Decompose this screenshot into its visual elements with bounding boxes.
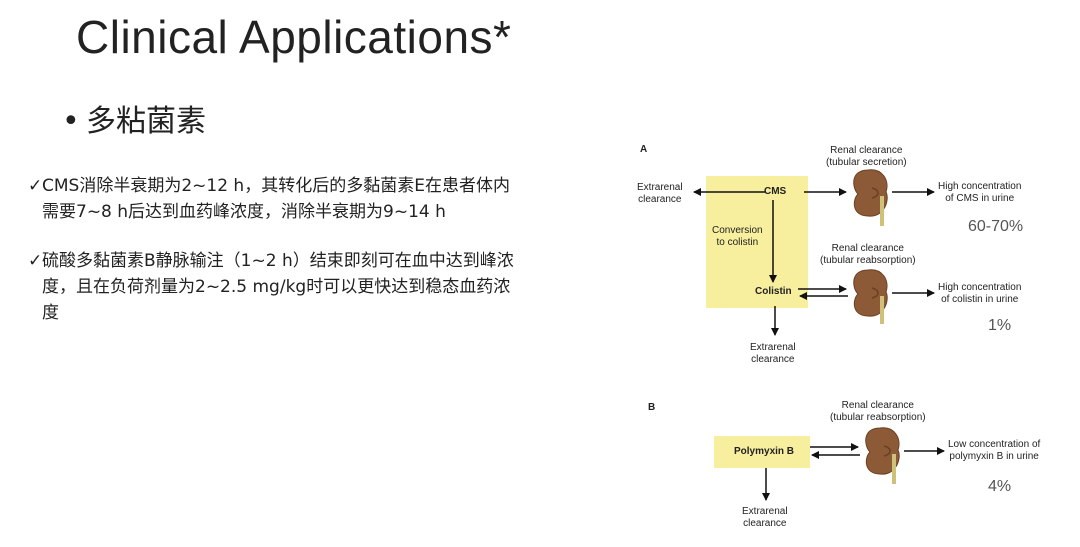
panel-b-label: B	[648, 402, 656, 413]
extrarenal-bottom-label: Extrarenal clearance	[750, 342, 796, 365]
urine-polymyxin-label: Low concentration of polymyxin B in urin…	[948, 439, 1041, 462]
paragraph-line: 度	[42, 303, 59, 323]
check-icon: ✓	[28, 176, 43, 196]
polymyxin-highlight-box	[714, 436, 810, 468]
percent-polymyxin: 4%	[988, 478, 1012, 495]
paragraph-line: 度，且在负荷剂量为2~2.5 mg/kg时可以更快达到稳态血药浓	[42, 277, 511, 297]
paragraph-cms: ✓CMS消除半衰期为2~12 h，其转化后的多黏菌素E在患者体内 需要7~8 h…	[28, 173, 613, 225]
paragraph-line: ✓CMS消除半衰期为2~12 h，其转化后的多黏菌素E在患者体内	[28, 173, 613, 199]
conversion-label: Conversion to colistin	[712, 225, 763, 248]
bullet-dot: •	[62, 104, 80, 139]
extrarenal-top-label: Extrarenal clearance	[637, 182, 683, 205]
kidney-icon	[853, 169, 888, 226]
cms-node: CMS	[764, 186, 787, 197]
kidney-icon	[853, 269, 888, 324]
paragraph-line: ✓硫酸多黏菌素B静脉输注（1~2 h）结束即刻可在血中达到峰浓	[28, 248, 613, 274]
kidney-icon	[865, 427, 900, 484]
bullet-text: 多粘菌素	[86, 104, 206, 139]
colistin-node: Colistin	[755, 286, 792, 297]
urine-colistin-label: High concentration of colistin in urine	[938, 282, 1022, 305]
bullet-heading: •多粘菌素	[62, 96, 206, 140]
percent-cms: 60-70%	[968, 218, 1024, 235]
renal-secretion-label: Renal clearance (tubular secretion)	[826, 145, 907, 168]
extrarenal-b-label: Extrarenal clearance	[742, 506, 788, 529]
renal-reabsorption-b-label: Renal clearance (tubular reabsorption)	[830, 400, 926, 423]
panel-a-label: A	[640, 144, 648, 155]
slide-title: Clinical Applications*	[76, 11, 512, 63]
check-icon: ✓	[28, 251, 43, 271]
renal-reabsorption-label: Renal clearance (tubular reabsorption)	[820, 243, 916, 266]
percent-colistin: 1%	[988, 317, 1012, 334]
urine-cms-label: High concentration of CMS in urine	[938, 181, 1022, 204]
paragraph-polymyxin-b: ✓硫酸多黏菌素B静脉输注（1~2 h）结束即刻可在血中达到峰浓 度，且在负荷剂量…	[28, 248, 613, 326]
polymyxin-b-node: Polymyxin B	[734, 446, 795, 457]
paragraph-line: 需要7~8 h后达到血药峰浓度，消除半衰期为9~14 h	[42, 202, 446, 222]
conversion-highlight-box	[706, 176, 808, 308]
